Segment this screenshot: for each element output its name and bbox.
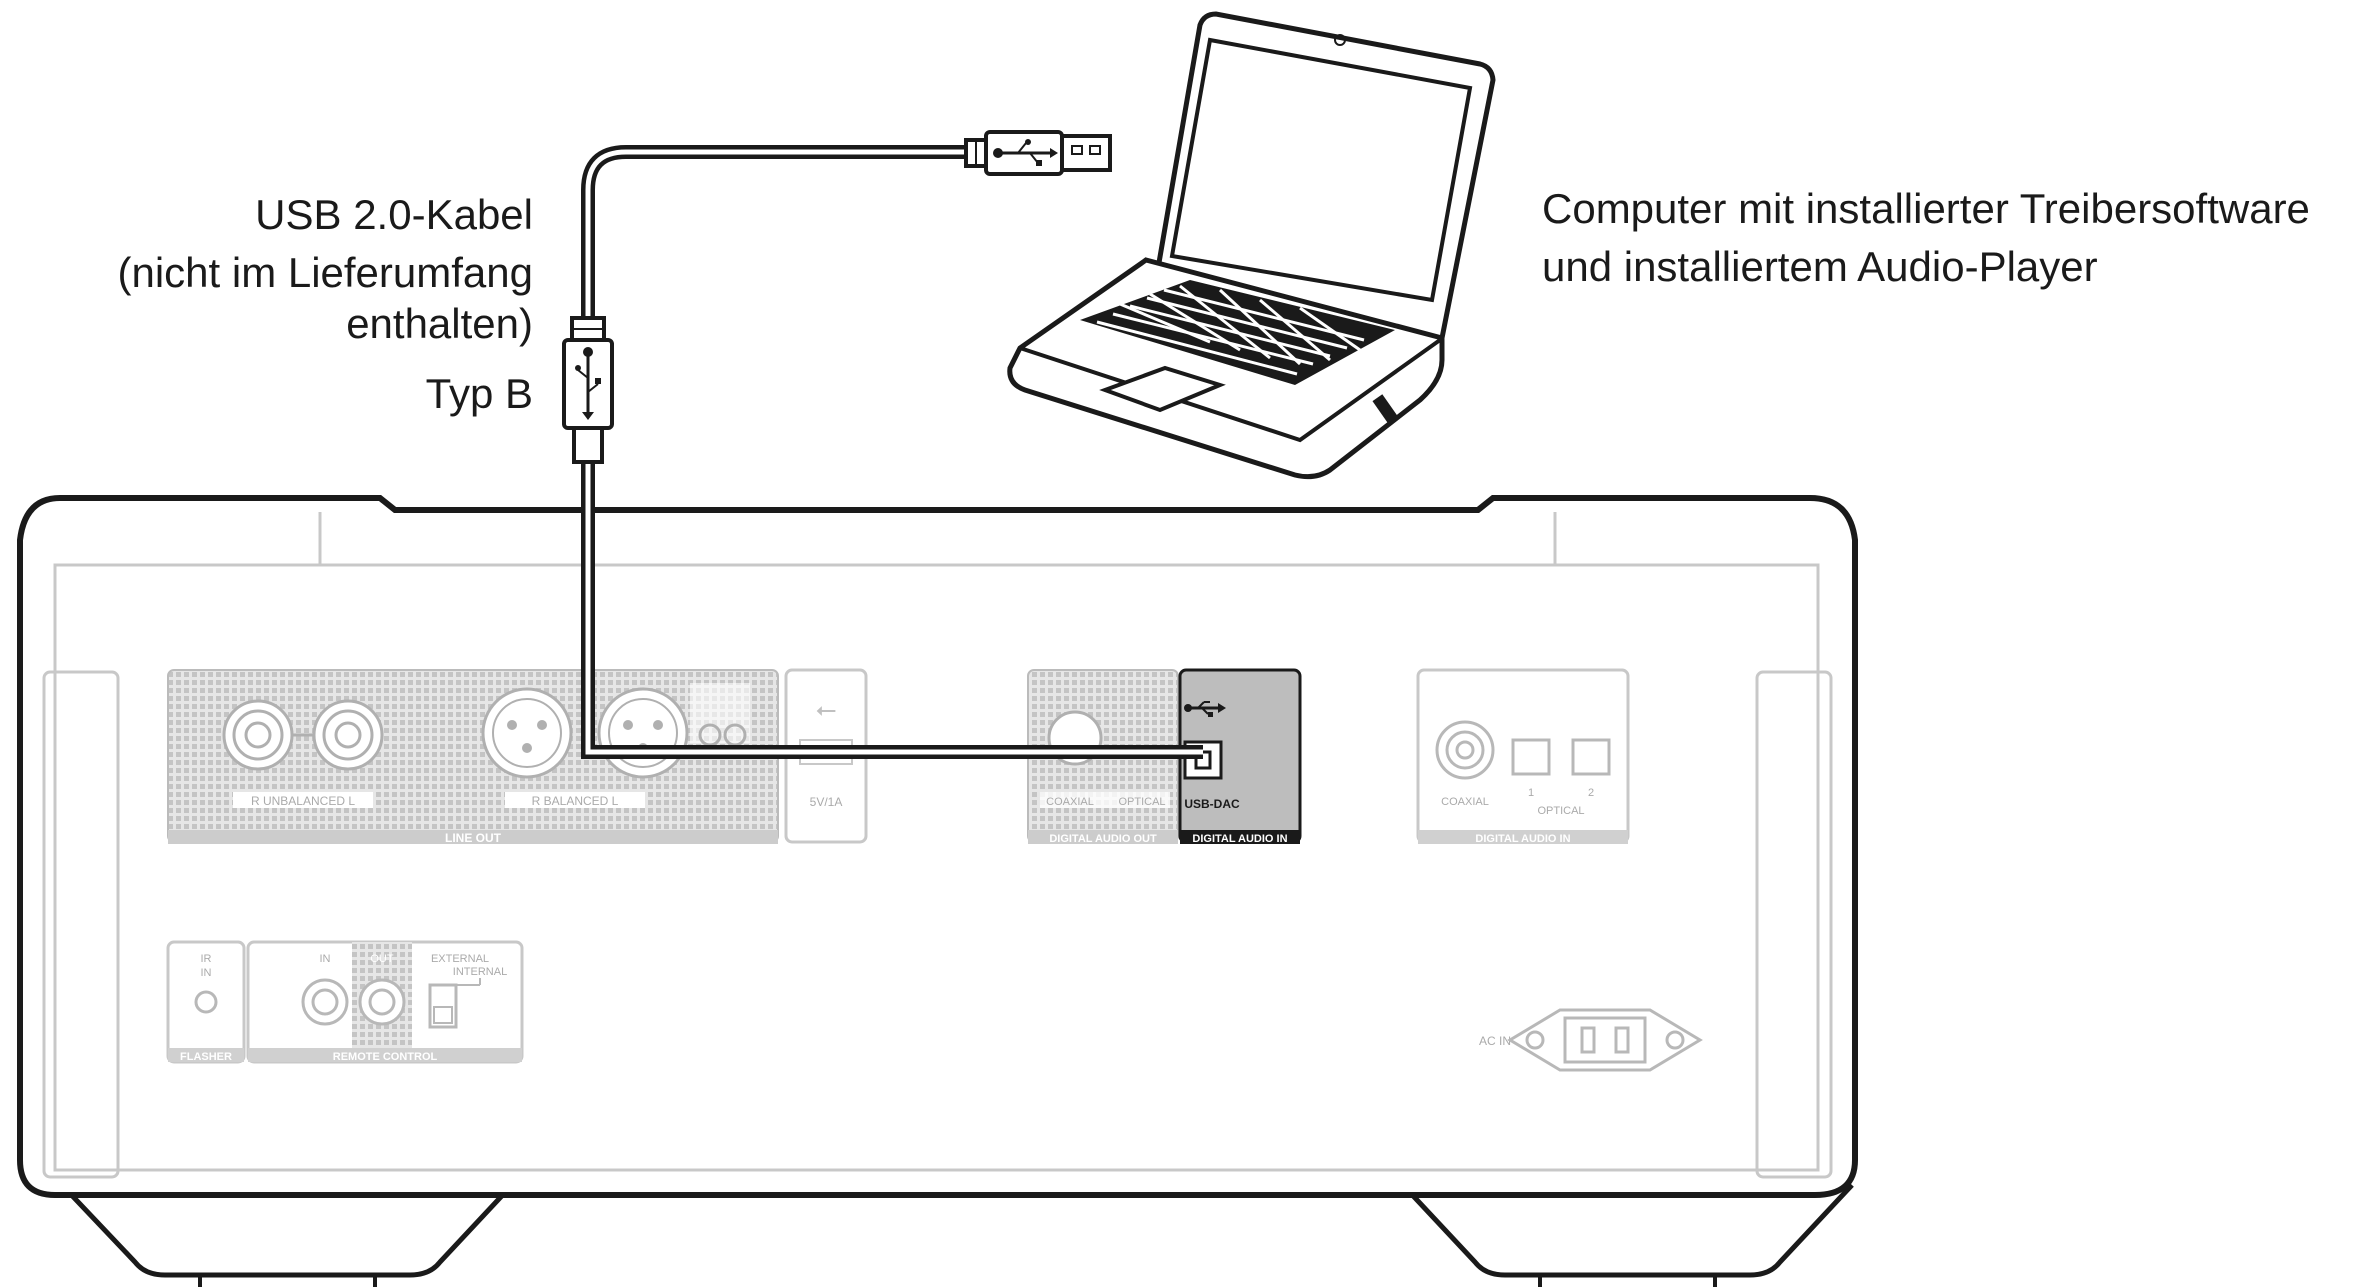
coaxial-in-label: COAXIAL: [1441, 796, 1489, 808]
svg-text:1: 1: [1528, 787, 1534, 799]
usb-power-icon: ⭠: [816, 694, 837, 724]
ac-in-label: AC IN: [1479, 1034, 1511, 1048]
remote-control-label: REMOTE CONTROL: [333, 1051, 438, 1063]
usb-symbol-icon: [1184, 701, 1226, 717]
left-foot: [60, 1183, 514, 1278]
svg-text:EXTERNAL: EXTERNAL: [431, 953, 489, 965]
line-out-label: LINE OUT: [445, 831, 502, 845]
chassis-outline: [17, 495, 1858, 1198]
laptop-keyboard: [1080, 280, 1395, 385]
rca-jack-l: [312, 699, 384, 771]
svg-text:INTERNAL: INTERNAL: [453, 966, 507, 978]
svg-text:IN: IN: [201, 967, 212, 979]
plug-type-label: Typ B: [425, 370, 533, 417]
optical-in-1: [1511, 738, 1551, 776]
svg-text:IR: IR: [201, 953, 212, 965]
unbalanced-label: R UNBALANCED L: [251, 794, 355, 808]
ac-inlet: [1507, 1008, 1703, 1072]
right-foot: [1401, 1183, 1854, 1278]
left-rail: [42, 670, 120, 1179]
optical-out-label: OPTICAL: [1118, 796, 1165, 808]
cable-label-line1: USB 2.0-Kabel: [255, 191, 533, 238]
digital-audio-in-label: DIGITAL AUDIO IN: [1475, 833, 1570, 845]
usb-power-label: 5V/1A: [810, 795, 843, 809]
computer-label-line1: Computer mit installierter Treibersoftwa…: [1542, 185, 2310, 232]
ir-in-jack: [194, 990, 218, 1014]
computer-label-line2: und installiertem Audio-Player: [1542, 243, 2098, 290]
cable-label-line3: enthalten): [346, 300, 533, 347]
laptop-touchpad: [1099, 365, 1226, 413]
svg-text:IN: IN: [320, 953, 331, 965]
optical-in-label: OPTICAL: [1537, 805, 1584, 817]
usb-dac-label: USB-DAC: [1184, 797, 1240, 811]
cable-label-line2: (nicht im Lieferumfang: [117, 249, 533, 296]
xlr-jack-l: [597, 687, 689, 779]
xlr-pin-diagram: [690, 683, 750, 747]
laptop-icon: [1007, 11, 1496, 480]
remote-switch: [428, 978, 481, 1029]
inner-panel-outline: [53, 563, 1820, 1172]
rca-jack-r: [222, 699, 294, 771]
usb-type-a-plug-icon: [964, 130, 1112, 176]
flasher-label: FLASHER: [180, 1051, 232, 1063]
balanced-label: R BALANCED L: [532, 794, 619, 808]
digital-audio-in-label-dac: DIGITAL AUDIO IN: [1192, 833, 1287, 845]
right-rail: [1755, 670, 1833, 1179]
coaxial-out-label: COAXIAL: [1046, 796, 1094, 808]
coaxial-in-jack: [1435, 720, 1495, 780]
usb-cable: [581, 145, 1203, 759]
digital-audio-out-label: DIGITAL AUDIO OUT: [1049, 833, 1157, 845]
xlr-jack-r: [481, 687, 573, 779]
svg-text:OUT: OUT: [370, 953, 394, 965]
svg-text:2: 2: [1588, 787, 1594, 799]
device-rear-panel: LINE OUT R UNBALANCED L: [17, 495, 1858, 1287]
optical-in-2: [1571, 738, 1611, 776]
usb-type-b-plug-icon: [562, 316, 614, 464]
cable-upper: [581, 145, 975, 327]
